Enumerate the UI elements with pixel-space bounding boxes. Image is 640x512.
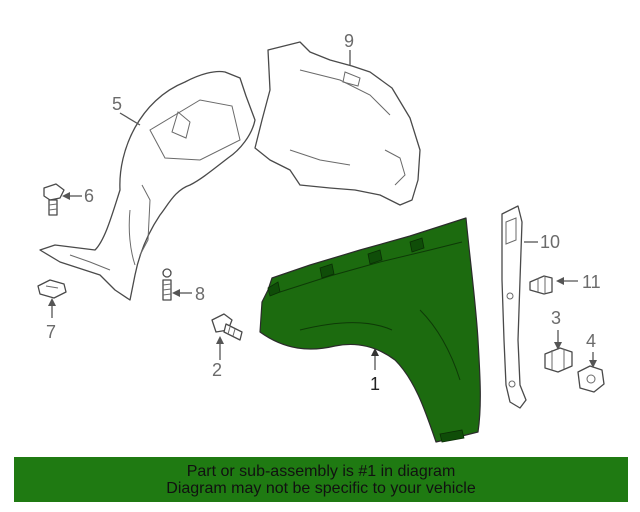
callout-11: 11 [582,272,601,292]
bolt-part-2[interactable] [211,313,243,341]
stud-part[interactable] [544,347,573,373]
callout-6: 6 [84,186,94,206]
callout-2: 2 [212,360,222,380]
callout-7: 7 [46,322,56,342]
inner-shield-part[interactable] [254,41,421,206]
banner-line-2: Diagram may not be specific to your vehi… [166,479,476,497]
callout-8: 8 [195,284,205,304]
bolt-part-6[interactable] [43,183,65,216]
fender-liner-part[interactable] [39,70,256,301]
callout-10: 10 [540,232,560,252]
push-pin-part[interactable] [37,279,67,299]
banner-line-1: Part or sub-assembly is #1 in diagram [186,462,456,480]
callout-1: 1 [370,374,380,394]
front-fender-part[interactable] [259,217,481,443]
pillar-trim-part[interactable] [501,205,527,409]
screw-part[interactable] [162,268,172,301]
callout-4: 4 [586,331,596,351]
callout-5: 5 [112,94,122,114]
callout-3: 3 [551,308,561,328]
parts-diagram: 1 2 3 4 5 6 7 8 9 10 11 [37,31,605,443]
leader-lines [48,50,597,370]
nut-part[interactable] [577,365,605,393]
info-banner: Part or sub-assembly is #1 in diagram Di… [14,457,628,502]
clip-part[interactable] [529,275,553,295]
callout-9: 9 [344,31,354,51]
